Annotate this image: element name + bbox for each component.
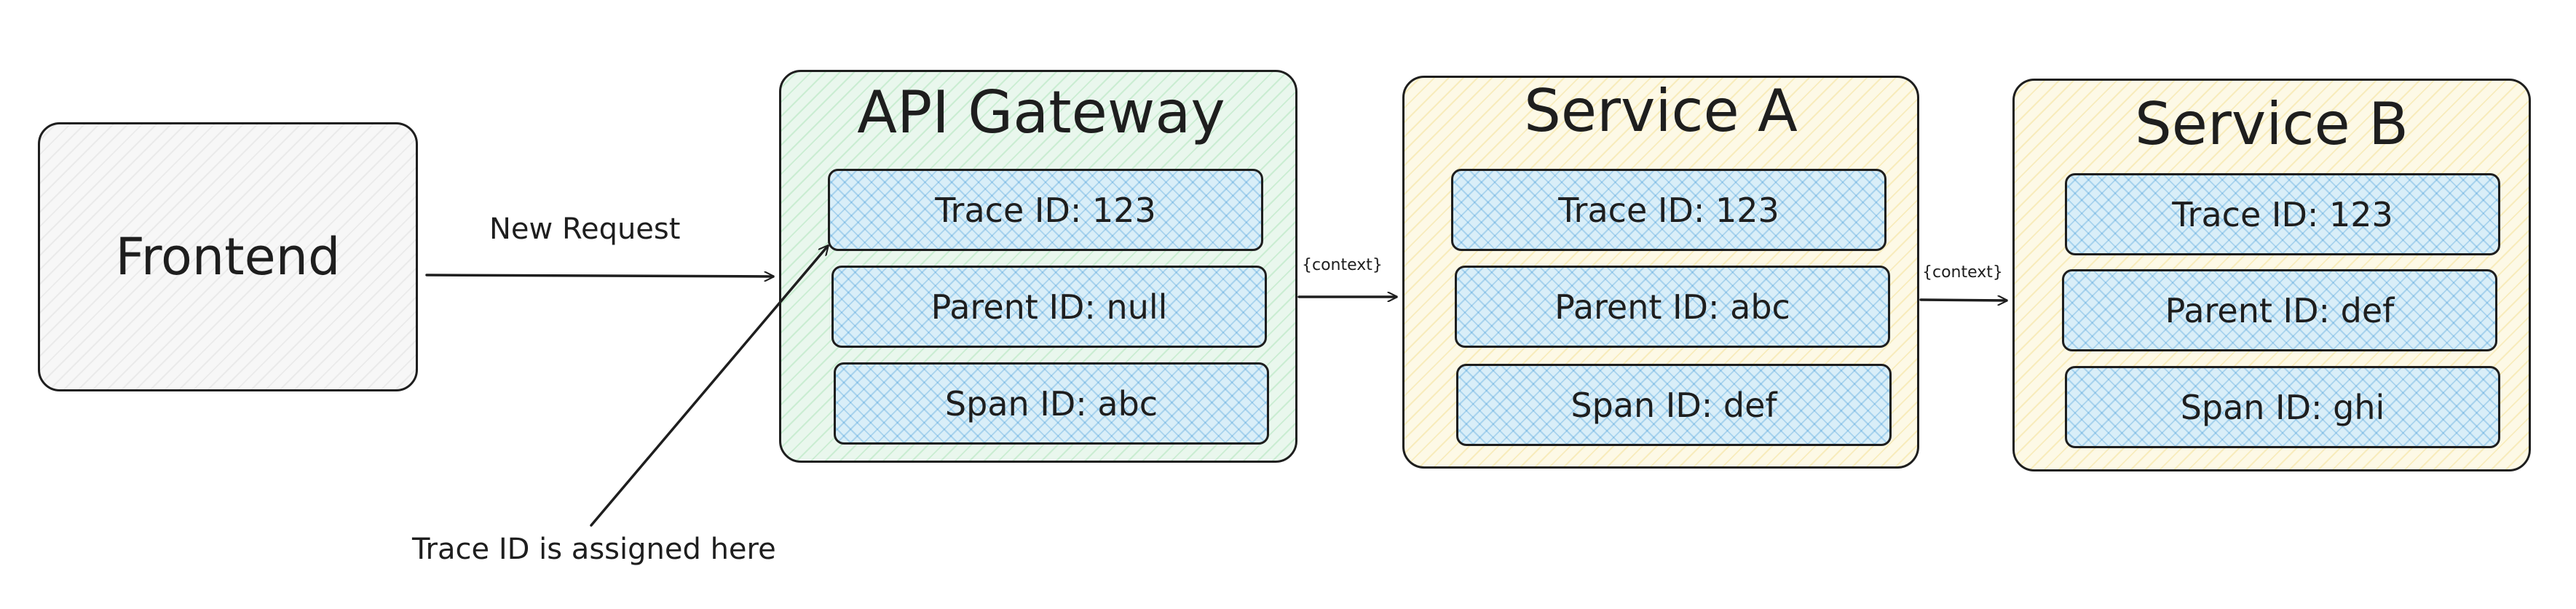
arrow-frontend-to-gateway (425, 275, 775, 276)
edge-label-new-request: New Request (489, 212, 681, 246)
api-gateway-title: API Gateway (857, 79, 1225, 146)
service-b-parent-id: Parent ID: def (2062, 269, 2497, 351)
service-a-trace-id: Trace ID: 123 (1451, 169, 1886, 251)
edge-label-context-a: {context} (1302, 256, 1383, 274)
service-b-span-id: Span ID: ghi (2065, 366, 2500, 448)
annotation-trace-id-assigned: Trace ID is assigned here (412, 533, 776, 566)
frontend-label: Frontend (115, 227, 341, 287)
service-a-span-id: Span ID: def (1456, 364, 1892, 446)
service-a-title: Service A (1524, 77, 1798, 145)
service-a-parent-id: Parent ID: abc (1455, 266, 1890, 348)
frontend-node: Frontend (38, 122, 418, 391)
edge-label-context-b: {context} (1922, 263, 2003, 282)
gateway-trace-id: Trace ID: 123 (828, 169, 1263, 251)
service-b-trace-id: Trace ID: 123 (2065, 173, 2500, 255)
gateway-span-id: Span ID: abc (834, 362, 1269, 445)
service-b-title: Service B (2135, 90, 2409, 158)
arrow-annotation-to-trace-id (590, 246, 828, 527)
gateway-parent-id: Parent ID: null (831, 266, 1267, 348)
